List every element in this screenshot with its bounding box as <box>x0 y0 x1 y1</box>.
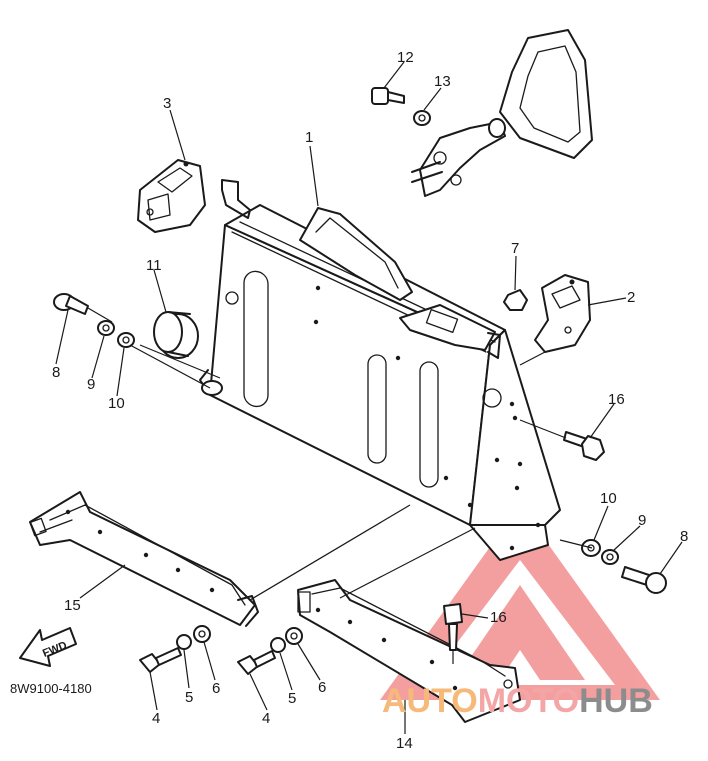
label-part-4b: 4 <box>262 710 270 727</box>
label-part-6b: 6 <box>318 679 326 696</box>
label-part-9a: 9 <box>87 376 95 393</box>
damper-part-11 <box>153 311 199 359</box>
label-part-7: 7 <box>511 240 519 257</box>
label-part-16a: 16 <box>608 391 625 408</box>
label-part-10a: 10 <box>108 395 125 412</box>
grab-handle-assembly <box>371 29 593 197</box>
bolt-group-right <box>581 539 667 594</box>
diagram-code: 8W9100-4180 <box>10 681 92 696</box>
label-part-6a: 6 <box>212 680 220 697</box>
rail-part-14 <box>297 579 521 723</box>
watermark-auto: AUTOMOTOHUB <box>382 682 653 720</box>
label-part-4a: 4 <box>152 710 160 727</box>
leader-lines <box>55 61 683 734</box>
bracket-part-2 <box>503 274 591 353</box>
callout-labels: 1 2 3 4 4 5 5 6 6 7 8 8 9 9 10 10 11 12 … <box>52 49 688 752</box>
label-part-10b: 10 <box>600 490 617 507</box>
frame-part-1 <box>199 179 561 561</box>
label-part-14: 14 <box>396 735 413 752</box>
label-part-1: 1 <box>305 129 313 146</box>
label-part-15: 15 <box>64 597 81 614</box>
bolt-group-bottom-left <box>139 625 211 673</box>
bolt-group-left <box>53 293 135 348</box>
label-part-8b: 8 <box>680 528 688 545</box>
bolt-group-bottom-right <box>237 627 303 675</box>
bolt-16-upper <box>563 431 605 461</box>
label-part-16b: 16 <box>490 609 507 626</box>
label-part-9b: 9 <box>638 512 646 529</box>
label-part-8a: 8 <box>52 364 60 381</box>
label-part-5a: 5 <box>185 689 193 706</box>
watermark-logo: AUTOMOTOHUB <box>382 682 653 720</box>
assembly-guide-lines <box>87 307 593 664</box>
label-part-13: 13 <box>434 73 451 90</box>
bolt-16-lower <box>443 603 463 651</box>
label-part-12: 12 <box>397 49 414 66</box>
rail-part-15 <box>29 491 259 627</box>
label-part-5b: 5 <box>288 690 296 707</box>
label-part-11: 11 <box>146 257 162 274</box>
label-part-3: 3 <box>163 95 171 112</box>
bracket-part-3 <box>137 159 206 233</box>
fwd-arrow-icon: FWD <box>19 627 77 667</box>
label-part-2: 2 <box>627 289 635 306</box>
